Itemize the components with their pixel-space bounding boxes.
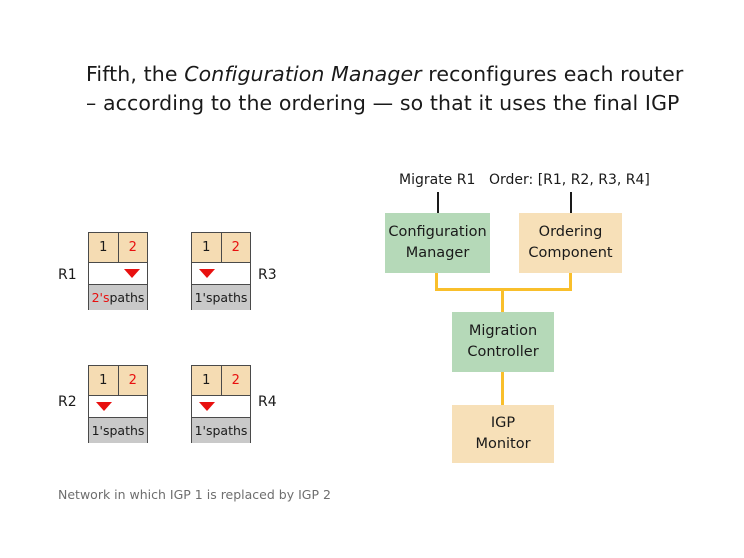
annotation-migrate-r1: Migrate R1 bbox=[399, 172, 476, 188]
router-r3-col-1: 1 bbox=[192, 233, 222, 262]
flow-box-igp-monitor[interactable]: IGP Monitor bbox=[452, 405, 554, 463]
flow-box-ordering-component[interactable]: Ordering Component bbox=[519, 213, 622, 273]
active-pointer-icon bbox=[96, 402, 112, 411]
active-pointer-icon bbox=[199, 402, 215, 411]
connector-oc-down bbox=[569, 273, 572, 291]
title-line-1: Fifth, the Configuration Manager reconfi… bbox=[86, 62, 683, 86]
router-box-r1: 1 2 2's paths bbox=[88, 232, 148, 310]
router-label-r2: R2 bbox=[58, 394, 77, 410]
router-r4-paths-prefix: 1's bbox=[194, 423, 213, 438]
connector-cm-down bbox=[435, 273, 438, 291]
router-r1-paths-prefix: 2's bbox=[91, 290, 110, 305]
router-r1-col-1: 1 bbox=[89, 233, 119, 262]
router-r1-header: 1 2 bbox=[89, 233, 147, 263]
router-r3-pointer-row bbox=[192, 263, 250, 285]
router-label-r1: R1 bbox=[58, 267, 77, 283]
annotation-connector-line-1 bbox=[437, 192, 439, 213]
flow-box-cm-line1: Configuration bbox=[388, 224, 487, 240]
page-title: Fifth, the Configuration Manager reconfi… bbox=[86, 60, 686, 118]
connector-mc-to-igp bbox=[501, 372, 504, 405]
router-box-r3: 1 2 1's paths bbox=[191, 232, 251, 310]
router-r2-header: 1 2 bbox=[89, 366, 147, 396]
router-r3-col-2: 2 bbox=[221, 233, 250, 262]
router-box-r4: 1 2 1's paths bbox=[191, 365, 251, 443]
router-r3-paths-suffix: paths bbox=[212, 290, 248, 305]
router-r4-paths-suffix: paths bbox=[212, 423, 248, 438]
flow-box-mc-line2: Controller bbox=[467, 344, 539, 360]
router-box-r2: 1 2 1's paths bbox=[88, 365, 148, 443]
active-pointer-icon bbox=[124, 269, 140, 278]
flow-box-migration-controller[interactable]: Migration Controller bbox=[452, 312, 554, 372]
router-r1-col-2: 2 bbox=[118, 233, 147, 262]
flow-box-oc-line2: Component bbox=[528, 245, 613, 261]
router-r2-col-1: 1 bbox=[89, 366, 119, 395]
router-r4-header: 1 2 bbox=[192, 366, 250, 396]
flow-box-igp-line1: IGP bbox=[490, 415, 516, 431]
router-r4-pointer-row bbox=[192, 396, 250, 418]
title-line-2: – according to the ordering — so that it… bbox=[86, 91, 680, 115]
router-r2-paths: 1's paths bbox=[89, 418, 147, 443]
connector-bus-to-mc bbox=[501, 288, 504, 313]
flow-box-igp-line2: Monitor bbox=[475, 436, 531, 452]
router-label-r4: R4 bbox=[258, 394, 277, 410]
flow-box-mc-line1: Migration bbox=[468, 323, 538, 339]
router-r4-col-2: 2 bbox=[221, 366, 250, 395]
title-emphasis: Configuration Manager bbox=[184, 62, 422, 86]
router-r3-paths-prefix: 1's bbox=[194, 290, 213, 305]
router-r3-header: 1 2 bbox=[192, 233, 250, 263]
title-text-post: reconfigures each router bbox=[421, 62, 684, 86]
router-label-r3: R3 bbox=[258, 267, 277, 283]
router-r1-paths: 2's paths bbox=[89, 285, 147, 310]
annotation-order: Order: [R1, R2, R3, R4] bbox=[489, 172, 650, 188]
router-r4-paths: 1's paths bbox=[192, 418, 250, 443]
flow-box-cm-line2: Manager bbox=[405, 245, 470, 261]
active-pointer-icon bbox=[199, 269, 215, 278]
router-r1-paths-suffix: paths bbox=[109, 290, 145, 305]
title-text-pre: Fifth, the bbox=[86, 62, 185, 86]
router-r2-paths-suffix: paths bbox=[109, 423, 145, 438]
router-r3-paths: 1's paths bbox=[192, 285, 250, 310]
router-r2-pointer-row bbox=[89, 396, 147, 418]
router-r4-col-1: 1 bbox=[192, 366, 222, 395]
router-r2-paths-prefix: 1's bbox=[91, 423, 110, 438]
router-r1-pointer-row bbox=[89, 263, 147, 285]
flow-box-configuration-manager[interactable]: Configuration Manager bbox=[385, 213, 490, 273]
annotation-connector-line-2 bbox=[570, 192, 572, 213]
router-r2-col-2: 2 bbox=[118, 366, 147, 395]
flow-box-oc-line1: Ordering bbox=[538, 224, 603, 240]
figure-caption: Network in which IGP 1 is replaced by IG… bbox=[58, 487, 331, 502]
